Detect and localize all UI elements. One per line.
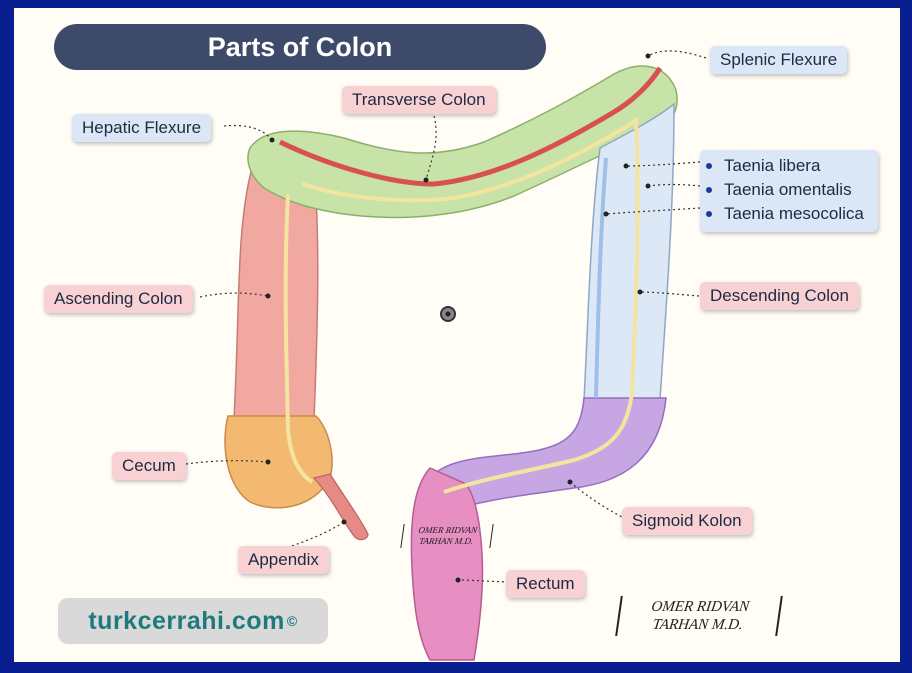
rectum-segment (411, 468, 482, 660)
taenia-item: Taenia omentalis (700, 178, 878, 202)
copyright-mark: © (287, 613, 298, 629)
label-cecum: Cecum (112, 452, 186, 480)
diagram-panel: Parts of Colon Transverse Colon Hepatic … (14, 8, 900, 662)
label-splenic-flexure: Splenic Flexure (710, 46, 847, 74)
taenia-item: Taenia mesocolica (700, 202, 878, 226)
bullet-icon (706, 211, 712, 217)
cecum-segment (225, 416, 332, 508)
taenia-item: Taenia libera (700, 154, 878, 178)
brand-name: turkcerrahi.com (88, 607, 284, 636)
page-title: Parts of Colon (54, 24, 546, 70)
label-appendix: Appendix (238, 546, 329, 574)
author-signature: OMER RIDVAN TARHAN M.D. (615, 596, 783, 636)
taenia-legend-box: Taenia libera Taenia omentalis Taenia me… (700, 150, 878, 232)
appendix-shape (314, 474, 368, 540)
label-sigmoid-colon: Sigmoid Kolon (622, 507, 752, 535)
label-rectum: Rectum (506, 570, 585, 598)
author-signature-small: OMER RIDVAN TARHAN M.D. (400, 524, 493, 548)
bullet-icon (706, 187, 712, 193)
label-ascending-colon: Ascending Colon (44, 285, 193, 313)
label-hepatic-flexure: Hepatic Flexure (72, 114, 211, 142)
label-transverse-colon: Transverse Colon (342, 86, 496, 114)
label-descending-colon: Descending Colon (700, 282, 859, 310)
brand-badge: turkcerrahi.com© (58, 598, 328, 644)
bullet-icon (706, 163, 712, 169)
